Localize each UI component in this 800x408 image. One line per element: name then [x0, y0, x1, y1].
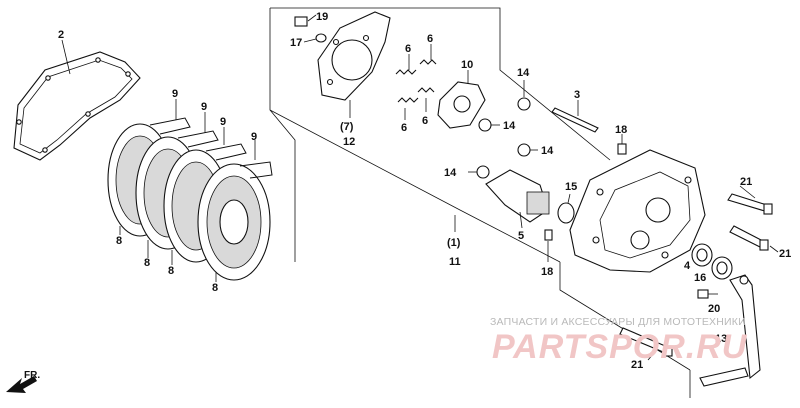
clutch-cover: [569, 149, 706, 273]
callout-18b: 18: [541, 266, 553, 278]
bolt-20: [697, 289, 718, 299]
clutch-plate-stack: [107, 117, 273, 281]
front-direction-indicator: FR.: [6, 370, 40, 393]
callout-8d: 8: [212, 282, 218, 294]
callout-16: 16: [694, 272, 706, 284]
callout-3: 3: [574, 89, 580, 101]
callout-6c: 6: [401, 122, 407, 134]
bolt-19: [294, 14, 317, 27]
callout-20: 20: [708, 303, 720, 315]
callout-21b: 21: [779, 248, 791, 260]
cam-plate-10: [437, 70, 486, 129]
callout-6a: 6: [405, 43, 411, 55]
callout-18a: 18: [615, 124, 627, 136]
callout-12: 12: [343, 136, 355, 148]
callout-21c: 21: [631, 359, 643, 371]
clutch-leaders: [61, 39, 256, 282]
direction-label: FR.: [24, 370, 40, 381]
callout-9d: 9: [251, 131, 257, 143]
callout-4: 4: [684, 260, 691, 272]
washer-16: [711, 256, 733, 280]
callout-8a: 8: [116, 235, 122, 247]
washer-17: [303, 33, 327, 43]
callout-14d: 14: [444, 167, 457, 179]
callout-9c: 9: [220, 116, 226, 128]
group-leaders: [349, 100, 456, 232]
watermark-logo: PARTSPOR.RU: [492, 328, 748, 366]
callout-14b: 14: [503, 120, 516, 132]
gasket-part-2: [13, 51, 141, 161]
callout-1: (1): [447, 237, 461, 249]
callout-5: 5: [518, 230, 524, 242]
o-ring-15: [557, 193, 575, 224]
callout-14a: 14: [517, 67, 530, 79]
callout-10: 10: [461, 59, 473, 71]
watermark: ЗАПЧАСТИ И АКСЕССУАРЫ ДЛЯ МОТОТЕХНИКИ PA…: [490, 316, 748, 366]
direction-arrow-icon: [6, 376, 37, 393]
release-shaft-5: [485, 169, 550, 229]
callout-15: 15: [565, 181, 577, 193]
bolts-21: [619, 185, 779, 361]
clutch-lever-13: [699, 274, 761, 387]
callout-labels: 2 9 9 9 9 8 8 8 8 19 17 6 6 6 6 (7) 12 1…: [58, 11, 791, 371]
dowel-18: [544, 134, 627, 262]
pressure-plate-7: [317, 11, 391, 101]
callout-8c: 8: [168, 265, 174, 277]
callout-9a: 9: [172, 88, 178, 100]
callout-6d: 6: [422, 115, 428, 127]
callout-11: 11: [449, 256, 461, 268]
callout-19: 19: [316, 11, 328, 23]
callout-8b: 8: [144, 257, 150, 269]
dowel-pin-3: [551, 100, 599, 133]
callout-21a: 21: [740, 176, 752, 188]
callout-2: 2: [58, 29, 64, 41]
callout-14c: 14: [541, 145, 554, 157]
callout-6b: 6: [427, 33, 433, 45]
callout-13: 13: [715, 333, 727, 345]
callout-9b: 9: [201, 101, 207, 113]
steel-balls-14: [468, 80, 538, 179]
springs-6: [395, 44, 437, 120]
callout-7: (7): [340, 121, 354, 133]
oil-seal-4: [691, 243, 713, 267]
callout-17: 17: [290, 37, 302, 49]
watermark-caption: ЗАПЧАСТИ И АКСЕССУАРЫ ДЛЯ МОТОТЕХНИКИ: [490, 316, 746, 328]
friction-plate-4: [197, 161, 273, 281]
